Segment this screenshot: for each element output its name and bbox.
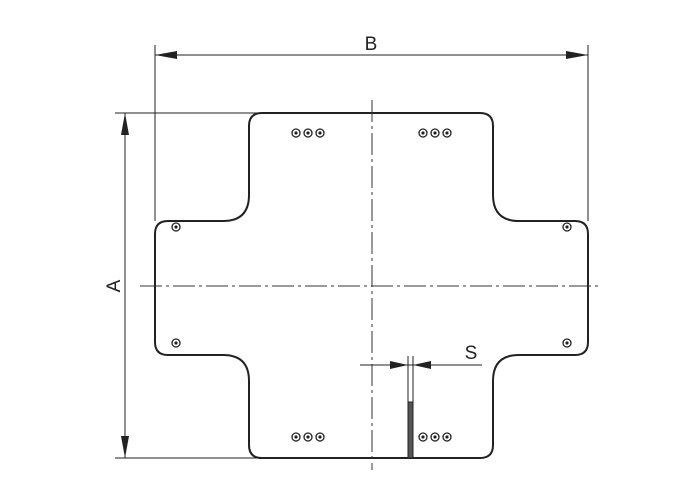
wall-section-hatch [407, 401, 414, 459]
dimension-s-arrow-left [390, 361, 408, 369]
bolt-hole-center [318, 435, 322, 439]
dimension-s: S [360, 343, 482, 459]
bolt-hole-center [565, 341, 569, 345]
hole-group-bottom-right [418, 432, 452, 442]
bolt-hole-center [306, 435, 310, 439]
dimension-a-arrow-bottom [121, 436, 129, 458]
hole-group-side [171, 222, 572, 348]
bolt-hole-center [445, 435, 449, 439]
bolt-hole-center [421, 435, 425, 439]
bolt-hole-center [174, 341, 178, 345]
bolt-hole-center [445, 131, 449, 135]
dimension-s-arrow-right [413, 361, 431, 369]
bolt-hole-center [294, 131, 298, 135]
bolt-hole-center [306, 131, 310, 135]
bolt-holes [171, 128, 572, 442]
dimension-b: B [154, 34, 589, 221]
dimension-a-label: A [104, 279, 125, 292]
bolt-hole-center [318, 131, 322, 135]
hole-group-top-right [418, 128, 452, 138]
bolt-hole-center [421, 131, 425, 135]
dimension-b-label: B [365, 34, 378, 55]
dimension-b-arrow-left [155, 51, 177, 59]
hole-group-bottom-left [291, 432, 325, 442]
dimension-b-arrow-right [566, 51, 588, 59]
dimension-s-label: S [465, 343, 478, 364]
hole-group-top-left [291, 128, 325, 138]
bolt-hole-center [433, 435, 437, 439]
bolt-hole-center [174, 225, 178, 229]
bolt-hole-center [433, 131, 437, 135]
dimension-a: A [104, 112, 262, 459]
bolt-hole-center [565, 225, 569, 229]
dimension-a-arrow-top [121, 113, 129, 135]
bolt-hole-center [294, 435, 298, 439]
